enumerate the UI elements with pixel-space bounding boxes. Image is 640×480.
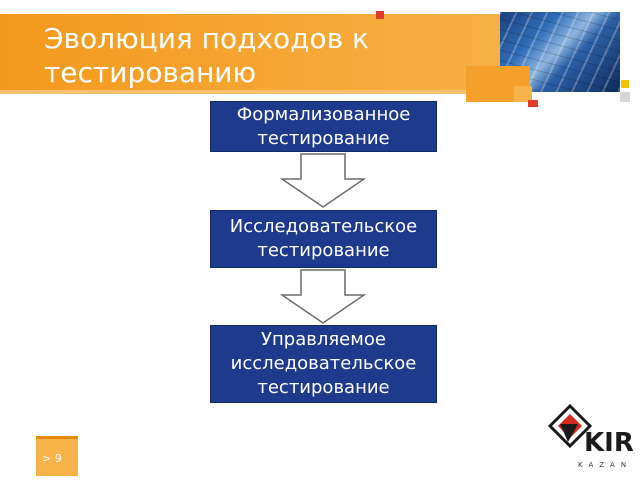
decor-square-red-small	[528, 100, 538, 107]
slide-title: Эволюция подходов к тестированию	[44, 22, 369, 89]
page-badge-top	[36, 436, 78, 439]
logo-text: KIR	[584, 428, 634, 458]
flow-box-line: Исследовательское	[229, 216, 418, 237]
flow-box-line: Управляемое	[261, 329, 386, 350]
decor-square-orange-small	[514, 86, 532, 102]
decor-square-grey	[620, 92, 630, 102]
decor-square-red	[376, 11, 384, 19]
page-number: > 9	[42, 452, 62, 465]
page-badge	[36, 436, 78, 476]
kir-logo-icon	[548, 404, 593, 449]
down-arrow-icon	[280, 153, 366, 208]
flow-box-line: исследовательское	[230, 353, 417, 374]
flow-box-exploratory: Исследовательское тестирование	[210, 210, 437, 268]
logo-subtext: KAZAN	[578, 461, 633, 469]
flow-box-line: тестирование	[257, 240, 390, 261]
flow-box-formalized: Формализованное тестирование	[210, 101, 437, 152]
title-band-lower	[0, 90, 530, 94]
flow-box-line: Формализованное	[236, 103, 411, 125]
flow-box-managed-exploratory: Управляемое исследовательское тестирован…	[210, 325, 437, 403]
decor-square-yellow	[621, 80, 629, 88]
flow-box-line: тестирование	[257, 377, 390, 398]
down-arrow-icon	[280, 269, 366, 324]
title-band	[0, 14, 530, 90]
flow-box-line: тестирование	[257, 127, 390, 149]
